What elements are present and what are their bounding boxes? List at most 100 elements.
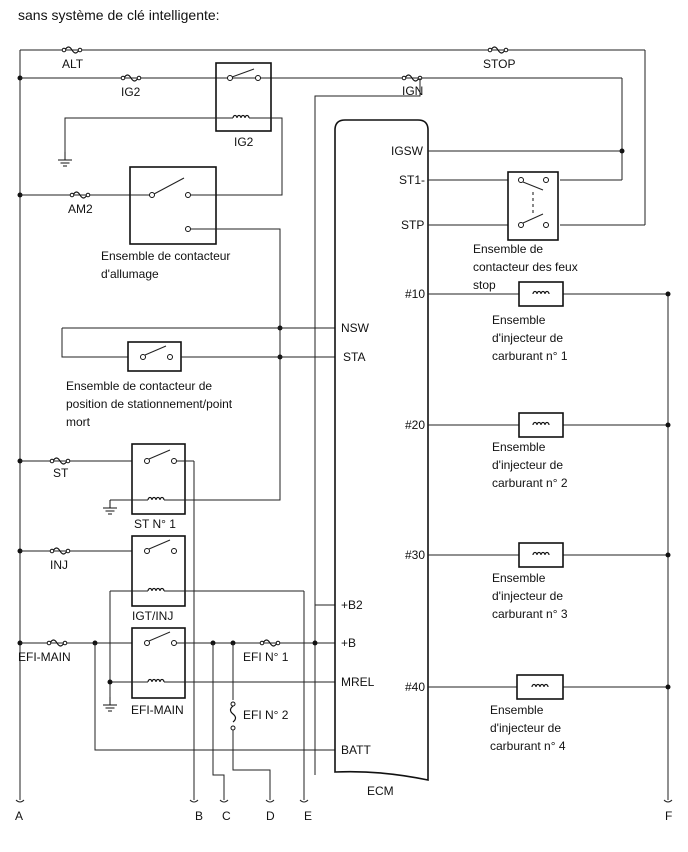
junction	[665, 291, 671, 297]
connector-d-break	[265, 799, 275, 803]
st-relay-switch	[148, 449, 171, 460]
injector1-label-2: d'injecteur de	[492, 331, 563, 345]
ign-fuse-label: IGN	[402, 84, 423, 98]
junction	[312, 640, 318, 646]
ecm-label: ECM	[367, 784, 394, 798]
ecm-box	[334, 119, 429, 781]
start-circuit-wire	[190, 228, 281, 501]
pin-40: #40	[405, 680, 425, 694]
st-relay-label: ST N° 1	[134, 517, 176, 531]
pin-20: #20	[405, 418, 425, 432]
pin-b: +B	[341, 636, 356, 650]
connector-d-label: D	[266, 809, 275, 823]
igt-inj-relay-label: IGT/INJ	[132, 609, 173, 623]
relay-contact	[227, 75, 233, 81]
st-relay-coil-icon	[147, 496, 165, 501]
stop-switch-label-3: stop	[473, 278, 496, 292]
switch-contact	[185, 192, 191, 198]
injector3-label-1: Ensemble	[492, 571, 546, 585]
efi-main-relay-box	[131, 627, 186, 699]
ignition-switch-label-1: Ensemble de contacteur	[101, 249, 230, 263]
inj-fuse-label: INJ	[50, 558, 68, 572]
efi1-fuse-icon	[259, 639, 281, 647]
pin-nsw: NSW	[341, 321, 370, 335]
efi-main-fuse-label: EFI-MAIN	[18, 650, 71, 664]
connector-b-break	[189, 799, 199, 803]
relay-contact	[144, 458, 150, 464]
injector3-label-2: d'injecteur de	[492, 589, 563, 603]
am2-fuse-label: AM2	[68, 202, 93, 216]
stop-light-switch-box	[507, 171, 559, 241]
st-fuse-label: ST	[53, 466, 69, 480]
relay-contact	[144, 640, 150, 646]
park-neutral-switch-box	[127, 341, 182, 372]
pin-st1: ST1-	[399, 173, 425, 187]
relay-contact	[255, 75, 261, 81]
st-fuse-icon	[49, 457, 71, 465]
injector4-label-2: d'injecteur de	[490, 721, 561, 735]
pin-batt: BATT	[341, 743, 371, 757]
ground-icon	[57, 151, 73, 167]
pin-sta: STA	[343, 350, 365, 364]
ignition-switch-label-2: d'allumage	[101, 267, 159, 281]
connector-f-label: F	[665, 809, 672, 823]
injector1-label-1: Ensemble	[492, 313, 546, 327]
connector-d-wire	[232, 730, 271, 800]
ig2-fuse-icon	[120, 74, 142, 82]
injector1-label-3: carburant n° 1	[492, 349, 568, 363]
switch-contact	[518, 222, 524, 228]
igt-inj-relay-box	[131, 535, 186, 607]
stop-fuse-label: STOP	[483, 57, 515, 71]
ignition-switch-lever	[153, 177, 185, 195]
switch-contact	[543, 177, 549, 183]
junction	[107, 679, 113, 685]
connector-b-label: B	[195, 809, 203, 823]
ground-icon	[102, 696, 118, 712]
efi2-fuse-icon	[229, 701, 237, 731]
connector-c-break	[219, 799, 229, 803]
switch-contact	[543, 222, 549, 228]
alt-fuse-label: ALT	[62, 57, 84, 71]
injector4-label-1: Ensemble	[490, 703, 544, 717]
ignition-switch-box	[129, 166, 217, 245]
injector2-label-1: Ensemble	[492, 440, 546, 454]
connector-e-break	[299, 799, 309, 803]
ig2-ground-wire	[64, 117, 216, 155]
efi2-fuse-label: EFI N° 2	[243, 708, 289, 722]
ground-icon	[102, 499, 118, 515]
pnp-label-1: Ensemble de contacteur de	[66, 379, 212, 393]
connector-a-label: A	[15, 809, 23, 823]
switch-contact	[149, 192, 155, 198]
igt-inj-relay-coil-icon	[147, 587, 165, 592]
injector2-label-2: d'injecteur de	[492, 458, 563, 472]
ig2-relay-coil-icon	[232, 114, 250, 119]
relay-contact	[171, 548, 177, 554]
junction	[665, 684, 671, 690]
stop-fuse-icon	[487, 46, 509, 54]
relay-contact	[171, 458, 177, 464]
injector3-label-3: carburant n° 3	[492, 607, 568, 621]
ig2-relay-box	[215, 62, 272, 132]
switch-contact	[185, 226, 191, 232]
pin-30: #30	[405, 548, 425, 562]
efi-main-relay-switch	[148, 631, 171, 642]
relay-contact	[171, 640, 177, 646]
pin-igsw: IGSW	[391, 144, 424, 158]
ig2-fuse-label: IG2	[121, 85, 141, 99]
inj-fuse-icon	[49, 547, 71, 555]
pnp-switch-lever	[144, 345, 167, 356]
relay-contact	[144, 548, 150, 554]
connector-c-label: C	[222, 809, 231, 823]
pnp-label-2: position de stationnement/point	[66, 397, 233, 411]
pin-b2: +B2	[341, 598, 363, 612]
ig2-coil-to-switch-wire	[188, 117, 283, 196]
switch-contact	[167, 354, 173, 360]
am2-fuse-icon	[69, 191, 91, 199]
junction	[665, 552, 671, 558]
injector4-label-3: carburant n° 4	[490, 739, 566, 753]
efi-main-fuse-icon	[46, 639, 68, 647]
ig2-relay-label: IG2	[234, 135, 254, 149]
stop-switch-label-2: contacteur des feux	[473, 260, 578, 274]
efi-main-relay-label: EFI-MAIN	[131, 703, 184, 717]
